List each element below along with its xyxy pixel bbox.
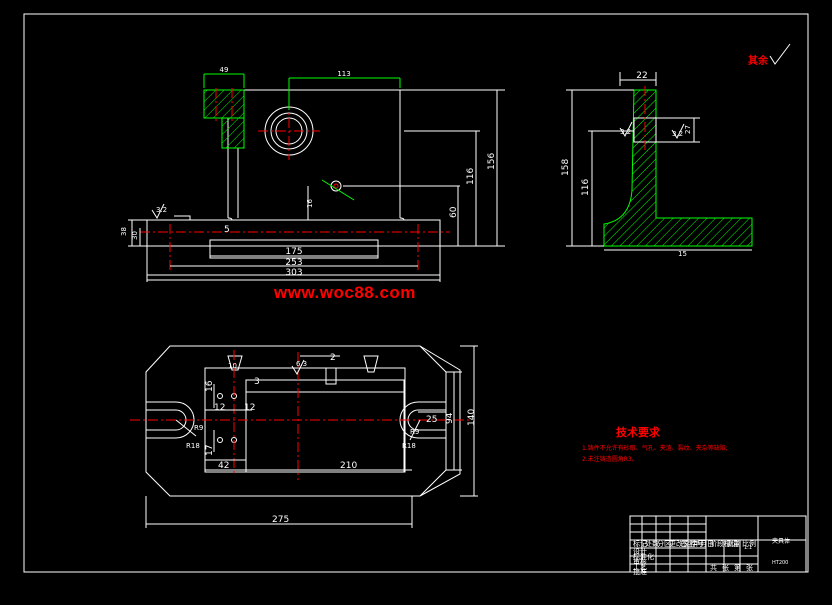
top-dim: R18	[186, 442, 200, 450]
front-dim: 16	[306, 199, 314, 208]
titleblock-cell: 标准化	[633, 552, 654, 561]
front-hatch-top	[203, 89, 245, 119]
top-dim: 140	[467, 409, 477, 426]
front-dim: 38	[120, 227, 128, 236]
titleblock-cell: 标记	[633, 539, 647, 548]
titleblock-cell: 签名	[681, 539, 695, 548]
titleblock-cell: 张	[722, 563, 729, 572]
tech-line-1: 1.铸件不允许有砂眼、气孔、夹渣、裂纹、夹杂等缺陷;	[582, 445, 728, 452]
front-dim: 49	[220, 66, 229, 74]
tech-line-2: 2.未注铸造圆角R3。	[582, 456, 638, 463]
title-drawing-name: 夹具体	[772, 538, 791, 545]
top-dim: 17	[205, 445, 215, 456]
front-dim: 116	[466, 168, 476, 185]
top-dim: R18	[402, 442, 416, 450]
front-dim: 175	[285, 247, 302, 257]
top-dim: 25	[426, 415, 437, 425]
titleblock-cell: 张	[746, 563, 753, 572]
side-hatch	[603, 89, 753, 247]
front-dim: 156	[487, 153, 497, 170]
side-dim: 116	[581, 179, 591, 196]
titleblock-cell: 批准	[633, 567, 647, 576]
front-dim: 3.2	[156, 206, 167, 214]
titleblock-cell: 第	[734, 563, 741, 572]
front-view	[128, 73, 505, 282]
top-dim: 42	[218, 461, 229, 471]
side-dim: 3.2	[620, 128, 631, 136]
top-dim: 210	[340, 461, 357, 471]
tech-title: 技术要求	[616, 426, 660, 439]
top-dim: R9	[410, 428, 419, 436]
titleblock-cell: 阶段标记	[710, 539, 738, 548]
titleblock-cell: 设计	[633, 547, 647, 556]
titleblock-cell: 共	[710, 563, 717, 572]
titleblock-cell: 审核	[633, 557, 647, 566]
titleblock-cell: 分区	[657, 539, 671, 548]
titleblock-cell: 年月日	[693, 539, 714, 548]
titleblock-cell: 重量	[726, 540, 740, 548]
front-dim: 30	[131, 231, 139, 240]
titleblock-cell: 更改文件号	[669, 539, 704, 548]
title-material-code: HT200	[772, 560, 789, 566]
roughness-note-label: 其余	[748, 56, 768, 67]
top-dim: R9	[194, 424, 203, 432]
top-dim: 3	[254, 377, 260, 387]
side-dim: 15	[678, 250, 687, 258]
top-dim: 16	[205, 380, 215, 392]
top-dim: 12	[214, 403, 225, 413]
titleblock-cell: 处数	[645, 539, 659, 548]
top-dim: 275	[272, 515, 289, 525]
top-dim: 6.3	[296, 360, 307, 368]
top-view	[130, 345, 478, 528]
tech-requirements: 技术要求 1.铸件不允许有砂眼、气孔、夹渣、裂纹、夹杂等缺陷; 2.未注铸造圆角…	[582, 424, 822, 463]
side-dim: 158	[561, 159, 571, 176]
general-roughness	[769, 43, 791, 65]
top-dim: 2	[330, 353, 336, 363]
titleblock-cell: 工艺	[633, 563, 647, 571]
front-dim: 5	[224, 225, 230, 235]
side-dim: 27	[684, 125, 692, 134]
titleblock-cell: 比例	[742, 539, 756, 548]
side-dim: 3.2	[672, 130, 683, 138]
drawing-frame	[23, 13, 809, 573]
top-dim: 94	[445, 412, 455, 424]
top-dim: 10	[228, 362, 237, 370]
watermark-text: www.woc88.com	[274, 283, 416, 302]
top-dim: 12	[244, 403, 255, 413]
front-hatch-web	[221, 117, 245, 149]
side-view	[566, 72, 753, 251]
title-scale: 1:1	[744, 545, 753, 551]
title-block	[629, 515, 807, 573]
front-dim: 113	[337, 70, 350, 78]
front-dim: 303	[285, 268, 302, 278]
side-dim: 22	[636, 71, 647, 81]
front-dim: 253	[285, 258, 302, 268]
front-dim: 60	[449, 206, 459, 218]
